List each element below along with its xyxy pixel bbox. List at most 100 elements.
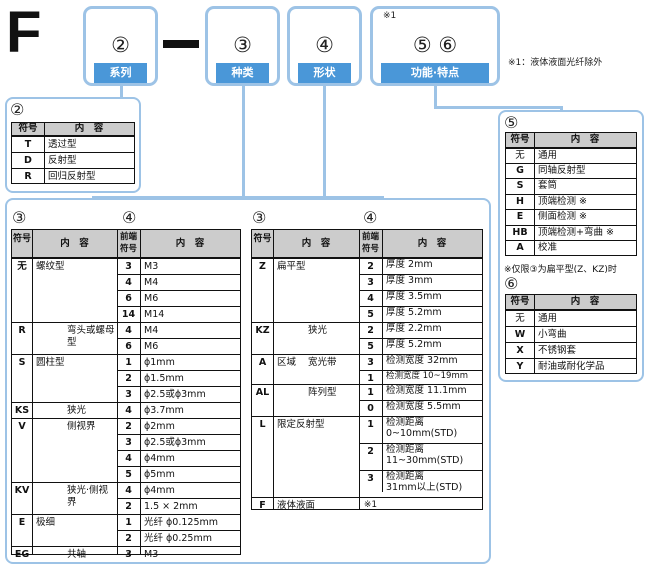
right-type-symbol: AL — [255, 387, 270, 398]
row-divider — [359, 370, 483, 371]
left-type-symbol: R — [18, 325, 26, 336]
right-shape-tip: 2 — [367, 261, 374, 272]
row-divider — [505, 358, 637, 359]
series-row-content: 反射型 — [48, 155, 77, 166]
row-divider — [11, 402, 117, 403]
series-table-border — [11, 122, 135, 184]
row-divider — [505, 194, 637, 195]
row-divider — [251, 416, 359, 417]
row-divider — [117, 322, 241, 323]
left-shape-tip: 4 — [125, 453, 132, 464]
feature-table-border — [505, 294, 637, 374]
series-panel — [5, 97, 141, 193]
connector-line — [434, 106, 562, 109]
function-number: ⑤ — [504, 113, 519, 132]
left-type-symbol: KV — [14, 485, 30, 496]
right-shape-tip: 3 — [367, 277, 374, 288]
right-type-subcontent: 阵列型 — [308, 387, 337, 398]
row-divider — [359, 274, 483, 275]
right-shape-tip: 2 — [367, 446, 374, 457]
col-divider — [44, 122, 45, 184]
row-divider — [11, 168, 135, 169]
left-shape-content: ϕ4mm — [144, 453, 175, 464]
left-table-border — [11, 229, 241, 555]
row-divider — [505, 342, 637, 343]
function-header-content: 内 容 — [570, 134, 600, 145]
right-shape-tip: 3 — [367, 473, 374, 484]
function-footnote: ※仅限③为扁平型(Z、KZ)时 — [504, 265, 617, 275]
left-shape-tip: 2 — [125, 421, 132, 432]
left-type-content: 螺纹型 — [36, 261, 65, 272]
row-divider — [359, 290, 483, 291]
function-panel — [498, 110, 644, 382]
left-shape-content: 光纤 ϕ0.125mm — [144, 517, 218, 528]
left-shape-tip: 1 — [125, 517, 132, 528]
row-divider — [251, 354, 359, 355]
left-shape-tip: 2 — [125, 373, 132, 384]
function-row-symbol: HB — [512, 227, 528, 238]
right-shape-content: 检测宽度 10~19mm — [386, 371, 469, 381]
right-shape-content: 厚度 2mm — [386, 259, 433, 270]
left-type-symbol: 无 — [17, 261, 27, 272]
row-divider — [117, 306, 241, 307]
row-divider — [11, 258, 241, 259]
row-divider — [117, 290, 241, 291]
left-type-symbol: S — [18, 357, 26, 368]
row-divider — [251, 497, 359, 498]
left-shape-tip: 3 — [125, 261, 132, 272]
row-divider — [11, 152, 135, 153]
row-divider — [11, 546, 117, 547]
function-row-content: 通用 — [538, 150, 558, 161]
right-shape-content: 厚度 2.2mm — [386, 323, 442, 334]
feature-header-content: 内 容 — [570, 296, 600, 307]
left-type-subcontent: 弯头或螺母型 — [67, 325, 115, 348]
row-divider — [505, 310, 637, 311]
feature-row-content: 通用 — [538, 313, 558, 324]
type-code-box: ③ 种类 — [205, 6, 280, 86]
row-divider — [359, 416, 483, 417]
row-divider — [117, 354, 241, 355]
left-type-subcontent: 狭光 — [67, 405, 87, 416]
connector-line — [242, 86, 245, 198]
right-type-subcontent: 狭光 — [308, 325, 328, 336]
connector-line — [560, 106, 563, 111]
left-shape-tip: 6 — [125, 293, 132, 304]
right-shape-content: 检测距离 0~10mm(STD) — [386, 417, 458, 439]
function-row-symbol: S — [516, 180, 524, 191]
left-type-symbol: V — [18, 421, 26, 432]
col-divider — [273, 229, 274, 510]
series-row-symbol: R — [24, 171, 32, 182]
right-shape-content: 厚度 5.2mm — [386, 307, 442, 318]
model-prefix: F — [6, 0, 42, 65]
left-shape-content: ϕ2mm — [144, 421, 175, 432]
row-divider — [359, 443, 483, 444]
row-divider — [117, 418, 241, 419]
left-shape-tip: 3 — [125, 549, 132, 560]
function-note-mark: ※1 — [383, 11, 397, 21]
row-divider — [117, 274, 241, 275]
series-number: ② — [10, 100, 25, 119]
function-row-symbol: G — [516, 165, 524, 176]
right-type-content: 液体液面 — [277, 500, 316, 511]
right-type-symbol: F — [259, 500, 266, 511]
row-divider — [505, 225, 637, 226]
right-shape-content: 检测距离 11~30mm(STD) — [386, 444, 464, 466]
left-shape-tip: 14 — [121, 309, 136, 320]
col-divider — [534, 294, 535, 374]
function-row-content: 顶端检测 ※ — [538, 196, 587, 207]
row-divider — [359, 384, 483, 385]
right-shape-number: ④ — [363, 208, 378, 227]
left-shape-tip: 3 — [125, 389, 132, 400]
series-row-symbol: D — [24, 155, 32, 166]
row-divider — [11, 418, 117, 419]
type-shape-panel — [5, 198, 491, 564]
row-divider — [359, 470, 483, 471]
left-shape-content: ϕ3.7mm — [144, 405, 184, 416]
left-shape-content: 1.5 × 2mm — [144, 501, 198, 512]
col-divider — [140, 229, 141, 555]
left-type-number: ③ — [12, 208, 27, 227]
row-divider — [11, 136, 135, 137]
function-row-content: 顶端检测+弯曲 ※ — [538, 227, 614, 238]
function-row-content: 套筒 — [538, 180, 558, 191]
right-header-shape: 内 容 — [417, 238, 447, 249]
